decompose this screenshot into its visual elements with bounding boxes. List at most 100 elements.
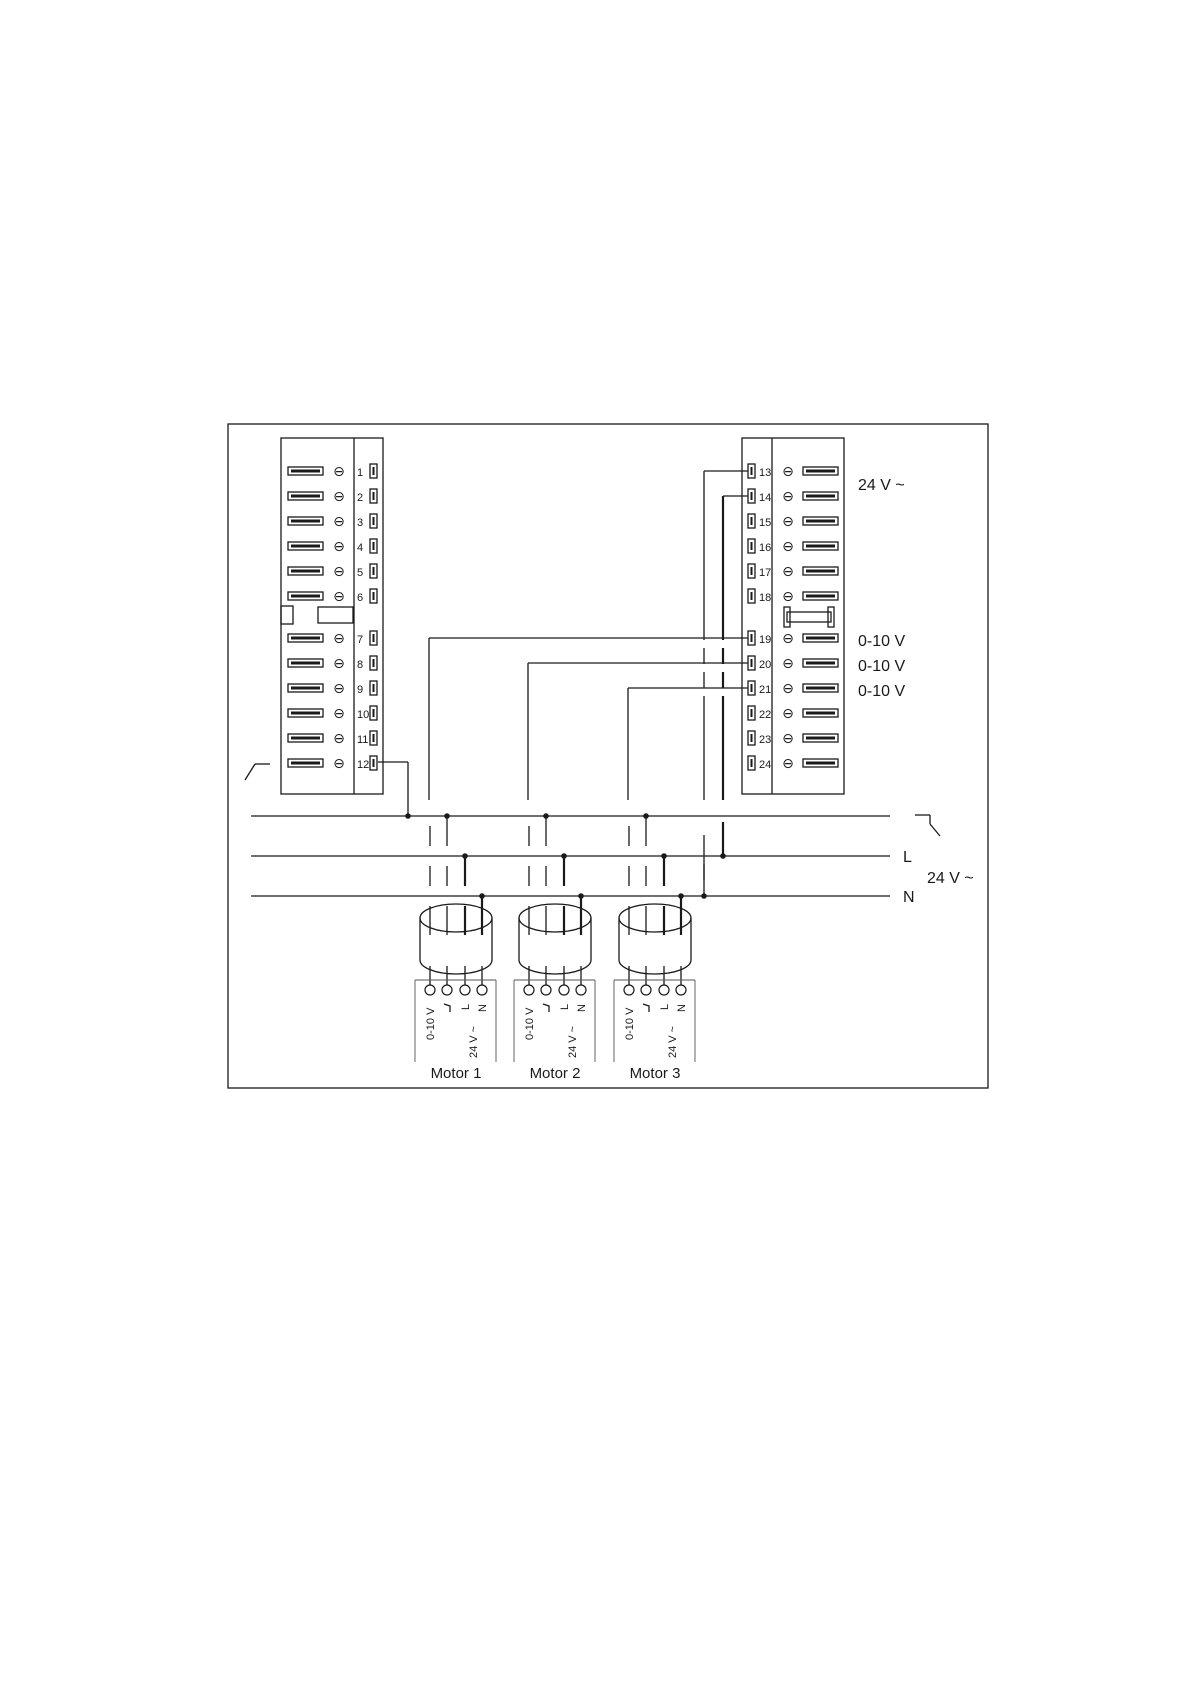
terminal-screw-core bbox=[751, 759, 753, 767]
terminal-screw-core bbox=[373, 734, 375, 742]
terminal-slot-inner bbox=[806, 570, 835, 573]
minus-icon: ⊖ bbox=[782, 680, 794, 696]
terminal-slot-inner bbox=[291, 762, 320, 765]
terminal-screw-core bbox=[751, 659, 753, 667]
minus-icon: ⊖ bbox=[782, 488, 794, 504]
label-0-10v-20: 0-10 V bbox=[858, 658, 905, 675]
terminal-number: 9 bbox=[357, 684, 363, 696]
minus-icon: ⊖ bbox=[333, 705, 345, 721]
minus-icon: ⊖ bbox=[333, 538, 345, 554]
terminal-slot-inner bbox=[806, 712, 835, 715]
terminal-slot-inner bbox=[291, 595, 320, 598]
terminal-row-10: ⊖10 bbox=[288, 705, 377, 721]
pin-label-neutral: N bbox=[477, 1004, 489, 1012]
switch-pin-icon bbox=[543, 1004, 549, 1012]
terminal-slot-inner bbox=[291, 570, 320, 573]
terminal-screw-core bbox=[751, 542, 753, 550]
terminal-number: 8 bbox=[357, 659, 363, 671]
pin-label-line: L bbox=[659, 1004, 671, 1010]
terminal-row-2: ⊖2 bbox=[288, 488, 377, 504]
terminal-row-6: ⊖6 bbox=[288, 588, 377, 604]
terminal-screw-core bbox=[751, 709, 753, 717]
terminal-row-22: ⊖22 bbox=[748, 705, 838, 721]
terminal-screw-core bbox=[751, 592, 753, 600]
terminal-row-13: ⊖ 13 bbox=[748, 463, 838, 479]
minus-icon: ⊖ bbox=[782, 563, 794, 579]
wire-terminal-14 bbox=[720, 496, 748, 859]
terminal-row-11: ⊖11 bbox=[288, 730, 377, 746]
terminal-slot-inner bbox=[291, 520, 320, 523]
terminal-row-21: ⊖21 bbox=[748, 680, 838, 696]
minus-icon: ⊖ bbox=[782, 655, 794, 671]
label-24v-right: 24 V ~ bbox=[858, 477, 905, 494]
terminal-screw-core bbox=[373, 684, 375, 692]
switch-symbol-left bbox=[245, 764, 270, 780]
terminal-number: 24 bbox=[759, 759, 771, 771]
wire-terminal-20 bbox=[528, 663, 748, 800]
terminal-row-8: ⊖8 bbox=[288, 655, 377, 671]
minus-icon: ⊖ bbox=[333, 488, 345, 504]
terminal-slot-inner bbox=[291, 687, 320, 690]
motor-pin bbox=[641, 985, 651, 995]
terminal-screw-core bbox=[373, 542, 375, 550]
terminal-screw-core bbox=[751, 634, 753, 642]
motor-pin bbox=[524, 985, 534, 995]
terminal-slot-inner bbox=[806, 495, 835, 498]
terminal-number: 13 bbox=[759, 467, 771, 479]
switch-pin-icon bbox=[444, 1004, 450, 1012]
switch-pin-icon bbox=[643, 1004, 649, 1012]
terminal-row-23: ⊖23 bbox=[748, 730, 838, 746]
terminal-slot-inner bbox=[806, 595, 835, 598]
minus-icon: ⊖ bbox=[333, 730, 345, 746]
minus-icon: ⊖ bbox=[782, 538, 794, 554]
minus-icon: ⊖ bbox=[782, 463, 794, 479]
motor-pin bbox=[442, 985, 452, 995]
terminal-screw-core bbox=[751, 734, 753, 742]
minus-icon: ⊖ bbox=[333, 755, 345, 771]
minus-icon: ⊖ bbox=[333, 463, 345, 479]
terminal-screw-core bbox=[751, 467, 753, 475]
terminal-slot-inner bbox=[806, 737, 835, 740]
pin-label-line: L bbox=[559, 1004, 571, 1010]
terminal-screw-core bbox=[373, 634, 375, 642]
terminal-number: 6 bbox=[357, 592, 363, 604]
motor-pin bbox=[541, 985, 551, 995]
pin-label-supply: 24 V ~ bbox=[667, 1026, 679, 1058]
wire-terminal-13 bbox=[701, 471, 748, 899]
terminal-number: 7 bbox=[357, 634, 363, 646]
terminal-screw-core bbox=[751, 492, 753, 500]
terminal-row-1: ⊖1 bbox=[288, 463, 377, 479]
motor-pin bbox=[477, 985, 487, 995]
minus-icon: ⊖ bbox=[333, 655, 345, 671]
terminal-row-24: ⊖24 bbox=[748, 755, 838, 771]
terminal-screw-core bbox=[373, 592, 375, 600]
terminal-slot-inner bbox=[806, 762, 835, 765]
minus-icon: ⊖ bbox=[333, 563, 345, 579]
terminal-slot-inner bbox=[291, 712, 320, 715]
terminal-number: 14 bbox=[759, 492, 771, 504]
left-module: ⊖1⊖2⊖3⊖4⊖5⊖6⊖7⊖8⊖9⊖10⊖11⊖12 bbox=[281, 438, 383, 794]
terminal-number: 20 bbox=[759, 659, 771, 671]
terminal-slot-inner bbox=[291, 470, 320, 473]
minus-icon: ⊖ bbox=[782, 630, 794, 646]
label-0-10v-19: 0-10 V bbox=[858, 633, 905, 650]
terminal-screw-core bbox=[373, 567, 375, 575]
terminal-slot-inner bbox=[291, 637, 320, 640]
terminal-number: 15 bbox=[759, 517, 771, 529]
terminal-screw-core bbox=[373, 659, 375, 667]
bus-N-label: N bbox=[903, 889, 915, 906]
terminal-number: 2 bbox=[357, 492, 363, 504]
motor-pin bbox=[425, 985, 435, 995]
terminal-number: 4 bbox=[357, 542, 363, 554]
terminal-row-4: ⊖4 bbox=[288, 538, 377, 554]
terminal-screw-core bbox=[751, 567, 753, 575]
terminal-screw-core bbox=[373, 759, 375, 767]
bus-supply-label: 24 V ~ bbox=[927, 870, 974, 887]
pin-label-supply: 24 V ~ bbox=[567, 1026, 579, 1058]
motor-2: 0-10 VLN24 V ~Motor 2 bbox=[514, 813, 595, 1082]
cable-bottom bbox=[619, 960, 691, 974]
pin-label-supply: 24 V ~ bbox=[468, 1026, 480, 1058]
terminal-row-12: ⊖12 bbox=[288, 755, 377, 771]
motor-name: Motor 2 bbox=[530, 1065, 581, 1082]
